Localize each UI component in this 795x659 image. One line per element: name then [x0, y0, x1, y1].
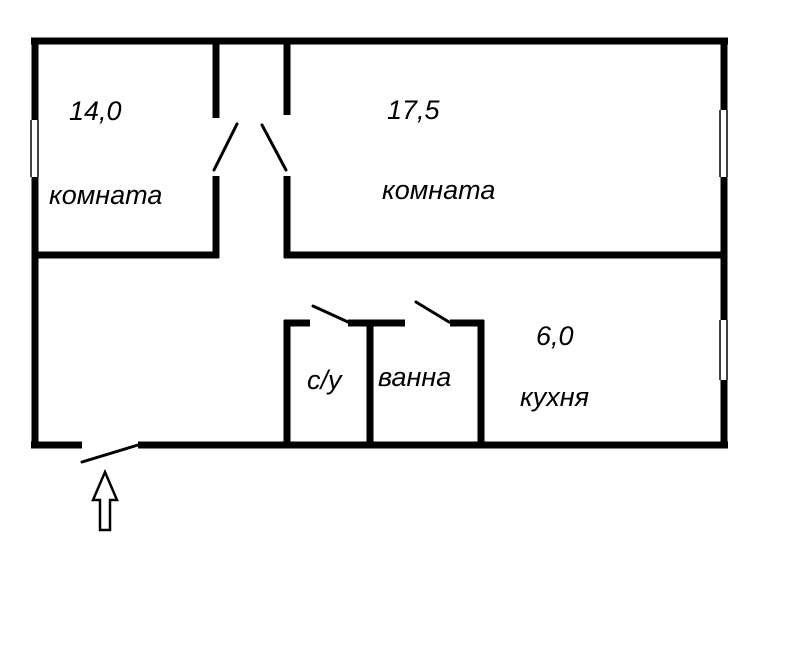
door-wc [311, 304, 350, 324]
up-arrow-icon [91, 468, 119, 532]
bath-name: ванна [378, 362, 451, 392]
outer-walls [31, 37, 728, 449]
wc-name: с/у [307, 365, 343, 395]
window-right-lower [719, 320, 728, 380]
door-room2 [260, 123, 288, 172]
room2-name: комната [382, 175, 495, 205]
kitchen-name: кухня [520, 382, 589, 412]
door-entrance [80, 443, 140, 464]
room1-area: 14,0 [69, 96, 122, 126]
doors [80, 122, 451, 464]
kitchen-area: 6,0 [536, 321, 574, 351]
door-bath [414, 300, 451, 324]
window-right-upper [719, 110, 728, 177]
windows [30, 110, 728, 380]
window-left [30, 120, 39, 177]
interior-walls [35, 41, 724, 445]
door-room1 [212, 122, 239, 172]
room2-area: 17,5 [387, 95, 441, 125]
room1-name: комната [49, 180, 162, 210]
